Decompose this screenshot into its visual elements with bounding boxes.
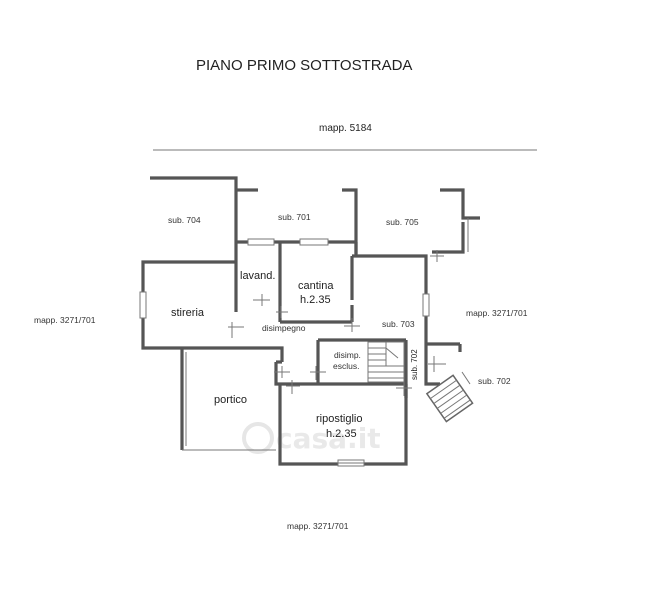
- sub-702-label: sub. 702: [478, 376, 511, 386]
- parcel-bottom-label: mapp. 3271/701: [287, 521, 349, 531]
- room-disimp-escl-label-1: disimp.: [334, 350, 361, 360]
- watermark-text: casa.it: [276, 422, 381, 455]
- room-stireria-label: stireria: [171, 307, 205, 319]
- parcel-left-label: mapp. 3271/701: [34, 315, 96, 325]
- external-stair: [425, 374, 474, 423]
- sub-703-label: sub. 703: [382, 319, 415, 329]
- room-portico-label: portico: [214, 394, 247, 406]
- room-disimpegno-label: disimpegno: [262, 323, 306, 333]
- room-ripostiglio-height: h.2.35: [326, 428, 357, 440]
- neighbour-walls: [150, 176, 480, 254]
- sub-702-vertical-label: sub. 702: [410, 349, 419, 380]
- parcel-right-label: mapp. 3271/701: [466, 308, 528, 318]
- plan-title: PIANO PRIMO SOTTOSTRADA: [196, 57, 412, 74]
- door-marks: [228, 250, 446, 396]
- external-stair-rail: [461, 371, 471, 385]
- room-cantina-height: h.2.35: [300, 294, 331, 306]
- watermark: casa.it: [242, 422, 381, 455]
- room-ripostiglio-label: ripostiglio: [316, 413, 362, 425]
- room-lavand-label: lavand.: [240, 270, 275, 282]
- sub-705-label: sub. 705: [386, 217, 419, 227]
- room-disimp-escl-label-2: esclus.: [333, 361, 359, 371]
- sub-704-label: sub. 704: [168, 215, 201, 225]
- sub-701-label: sub. 701: [278, 212, 311, 222]
- window-marks: [139, 238, 430, 467]
- parcel-top-label: mapp. 5184: [319, 123, 372, 134]
- internal-stair: [367, 341, 405, 383]
- room-cantina-label: cantina: [298, 280, 334, 292]
